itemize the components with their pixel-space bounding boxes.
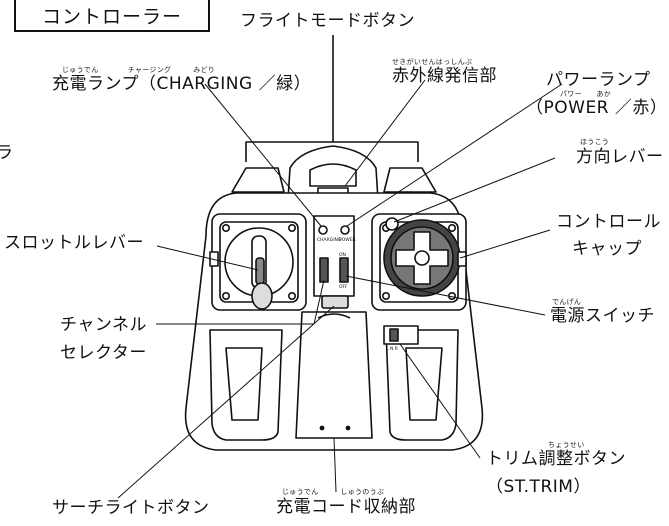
- left-shoulder: [231, 167, 285, 193]
- screw: [287, 224, 296, 233]
- throttle-stick-knob: [251, 282, 273, 310]
- screw-hole: [319, 425, 325, 431]
- direction-lever-ruby: ほうこう: [580, 138, 610, 146]
- charge-lamp-leader: [204, 83, 322, 227]
- side-tab: [457, 251, 467, 267]
- panel-charging-label: CHARGING: [317, 237, 342, 243]
- throttle-shaft: [255, 257, 265, 285]
- channel-selector-leader: [313, 279, 325, 325]
- direction-stick: [414, 250, 430, 266]
- screw: [222, 291, 231, 300]
- panel-off-label: OFF: [339, 284, 348, 290]
- cord-cover-notch: [317, 313, 351, 319]
- power-lamp-label: パワーランプ: [546, 70, 651, 90]
- channel-selector-switch: [319, 257, 329, 283]
- left-grip-groove: [225, 347, 263, 421]
- panel-on-label: ON: [339, 252, 346, 258]
- diagram-title: コントローラー: [41, 6, 182, 28]
- trim-button-slider: [389, 328, 399, 342]
- trim-button-housing: [383, 325, 419, 345]
- power-switch-label: 電源スイッチ: [550, 306, 655, 326]
- throttle-leader: [156, 245, 259, 271]
- direction-lever-label: 方向レバー: [576, 147, 664, 167]
- control-cap-label-2: キャップ: [572, 239, 642, 259]
- cord-storage-ruby: じゅうでん しゅうのうぶ: [282, 488, 385, 496]
- trim-leader: [399, 343, 481, 459]
- panel-power-label: POWER: [339, 237, 356, 243]
- right-grip-panel: [385, 329, 459, 441]
- right-grip-groove: [405, 347, 443, 421]
- control-cap-leader: [459, 229, 551, 259]
- charge-lamp-ruby: じゅうでん チャージング みどり: [62, 66, 216, 74]
- power-lamp-color-label: （POWER ／赤）: [526, 98, 668, 118]
- flight-mode-label: フライトモードボタン: [240, 11, 415, 31]
- throttle-lever-label: スロットルレバー: [4, 233, 144, 253]
- charge-lamp-label: 充電ランプ（CHARGING ／緑）: [52, 74, 312, 94]
- screw: [222, 224, 231, 233]
- power-lamp-leader: [346, 83, 563, 227]
- search-light-label: サーチライトボタン: [52, 498, 210, 518]
- cord-storage-leader: [333, 437, 337, 493]
- right-shoulder: [383, 167, 437, 193]
- direction-lever-leader: [393, 157, 556, 223]
- left-grip-panel: [209, 329, 283, 441]
- trim-button-ruby: ちょうせい: [548, 441, 585, 449]
- cord-storage-label: 充電コード収納部: [276, 497, 416, 517]
- charging-lamp: [318, 225, 328, 235]
- cord-storage-cover: [295, 311, 373, 439]
- power-lamp-ruby: パワー あか: [560, 90, 612, 98]
- search-light-leader: [117, 305, 335, 499]
- flight-mode-bracket: [245, 141, 419, 162]
- power-lamp: [340, 225, 350, 235]
- channel-selector-label: チャンネル: [60, 315, 147, 335]
- search-light-button: [321, 295, 349, 309]
- ir-window: [309, 163, 357, 187]
- power-switch-slider: [339, 257, 349, 283]
- trim-button-label-2: （ST.TRIM）: [486, 477, 591, 497]
- screw: [381, 291, 390, 300]
- trim-scale-label: L N R: [386, 346, 398, 352]
- screw: [287, 291, 296, 300]
- ir-leader: [344, 79, 426, 187]
- screw-hole: [345, 425, 351, 431]
- trim-button-label: トリム調整ボタン: [486, 449, 626, 469]
- channel-selector-label-2: セレクター: [60, 343, 147, 363]
- title-box: コントローラー: [14, 0, 210, 32]
- ir-emitter-label: 赤外線発信部: [392, 66, 497, 86]
- screw: [447, 224, 456, 233]
- ir-emitter-ruby: せきがいせんはっしんぶ: [392, 58, 473, 66]
- power-switch-ruby: でんげん: [552, 298, 582, 306]
- left-edge-label: ラ: [0, 143, 14, 163]
- direction-lever-knob: [385, 217, 399, 231]
- power-switch-leader: [345, 275, 546, 316]
- control-cap-label: コントロール: [556, 212, 661, 232]
